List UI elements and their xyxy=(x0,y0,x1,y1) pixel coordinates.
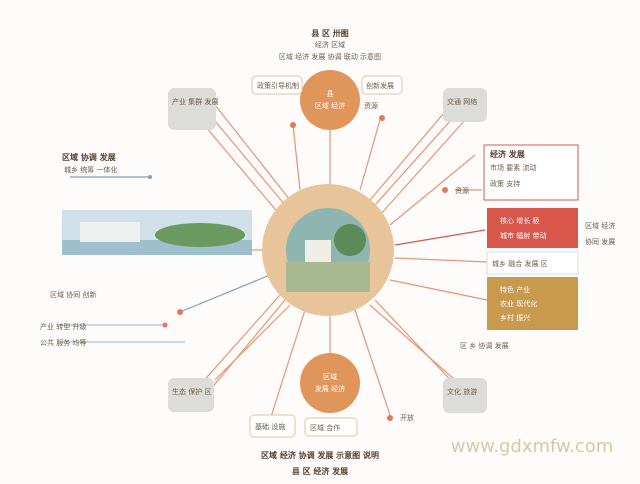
svg-text:创新发展: 创新发展 xyxy=(366,81,394,90)
svg-text:文化 旅游: 文化 旅游 xyxy=(447,387,477,396)
svg-text:区域 经济: 区域 经济 xyxy=(585,221,615,230)
svg-text:生态 保护 区: 生态 保护 区 xyxy=(172,387,211,396)
landscape-image xyxy=(62,210,252,255)
svg-text:开放: 开放 xyxy=(400,413,414,422)
connector-lines xyxy=(60,99,488,421)
bottom-node: 区域 发展 经济 xyxy=(300,353,360,413)
left-labels: 区域 协调 发展 城乡 统筹 一体化 区域 协同 创新 产业 转型 升级 公共 … xyxy=(40,152,117,347)
svg-text:基础 设施: 基础 设施 xyxy=(255,422,285,431)
svg-text:区 乡 协调 发展: 区 乡 协调 发展 xyxy=(460,341,509,350)
right-panel: 经济 发展 市场 要素 流动 政策 支持 资源 核心 增长 极 城市 辐射 带动… xyxy=(455,144,615,350)
svg-text:政策 支持: 政策 支持 xyxy=(490,179,520,188)
footer: 区域 经济 协调 发展 示意图 说明 县 区 经济 发展 xyxy=(261,450,379,476)
svg-text:协同 发展: 协同 发展 xyxy=(585,237,615,246)
watermark: www.gdxmfw.com xyxy=(451,436,614,457)
svg-text:经济 区域: 经济 区域 xyxy=(315,40,345,49)
top-right-tag: 创新发展 资源 xyxy=(361,75,403,110)
svg-text:农业 现代化: 农业 现代化 xyxy=(500,299,537,308)
svg-text:县 区 经济 发展: 县 区 经济 发展 xyxy=(292,466,348,476)
top-left-tag: 政策引导机制 xyxy=(251,75,303,95)
svg-text:政策引导机制: 政策引导机制 xyxy=(257,81,299,90)
svg-text:区域 协同 创新: 区域 协同 创新 xyxy=(50,290,96,299)
svg-text:公共 服务 均等: 公共 服务 均等 xyxy=(40,338,86,347)
svg-text:发展 经济: 发展 经济 xyxy=(315,384,345,393)
svg-text:城乡 融合 发展 区: 城乡 融合 发展 区 xyxy=(492,259,548,268)
gray-box-bottom-left: 生态 保护 区 xyxy=(168,378,214,412)
svg-text:特色 产业: 特色 产业 xyxy=(500,285,530,294)
svg-text:区域 协调 发展: 区域 协调 发展 xyxy=(62,152,116,162)
svg-text:区域 合作: 区域 合作 xyxy=(310,423,340,432)
gray-box-top-left: 产业 集群 发展 xyxy=(168,88,218,130)
svg-text:区域 经济 协调 发展 示意图 说明: 区域 经济 协调 发展 示意图 说明 xyxy=(261,450,379,460)
svg-text:经济 发展: 经济 发展 xyxy=(490,149,525,159)
svg-text:区域 经济 发展 协调 联动 示意图: 区域 经济 发展 协调 联动 示意图 xyxy=(279,52,381,61)
svg-text:乡村 振兴: 乡村 振兴 xyxy=(500,313,530,322)
svg-text:城乡 统筹 一体化: 城乡 统筹 一体化 xyxy=(64,165,117,174)
svg-text:市场 要素 流动: 市场 要素 流动 xyxy=(490,163,536,172)
svg-text:核心 增长 极: 核心 增长 极 xyxy=(500,216,539,225)
svg-text:区域: 区域 xyxy=(323,372,337,381)
svg-text:交通 网络: 交通 网络 xyxy=(447,97,477,106)
gray-box-top-right: 交通 网络 xyxy=(443,88,487,122)
svg-text:资源: 资源 xyxy=(364,101,378,110)
svg-text:产业 集群 发展: 产业 集群 发展 xyxy=(172,97,218,106)
top-node: 县 区域 经济 xyxy=(300,70,360,130)
svg-text:产业 转型 升级: 产业 转型 升级 xyxy=(40,322,86,331)
center-node xyxy=(262,184,394,316)
bottom-tags: 基础 设施 区域 合作 开放 xyxy=(249,413,414,438)
title: 县 区 卅图 经济 区域 区域 经济 发展 协调 联动 示意图 xyxy=(279,28,381,61)
svg-text:县 区 卅图: 县 区 卅图 xyxy=(311,28,349,38)
gray-box-bottom-right: 文化 旅游 xyxy=(443,378,487,413)
svg-text:资源: 资源 xyxy=(455,186,469,195)
svg-text:区域 经济: 区域 经济 xyxy=(315,101,345,110)
svg-text:城市 辐射 带动: 城市 辐射 带动 xyxy=(500,231,546,240)
svg-text:县: 县 xyxy=(327,90,334,98)
